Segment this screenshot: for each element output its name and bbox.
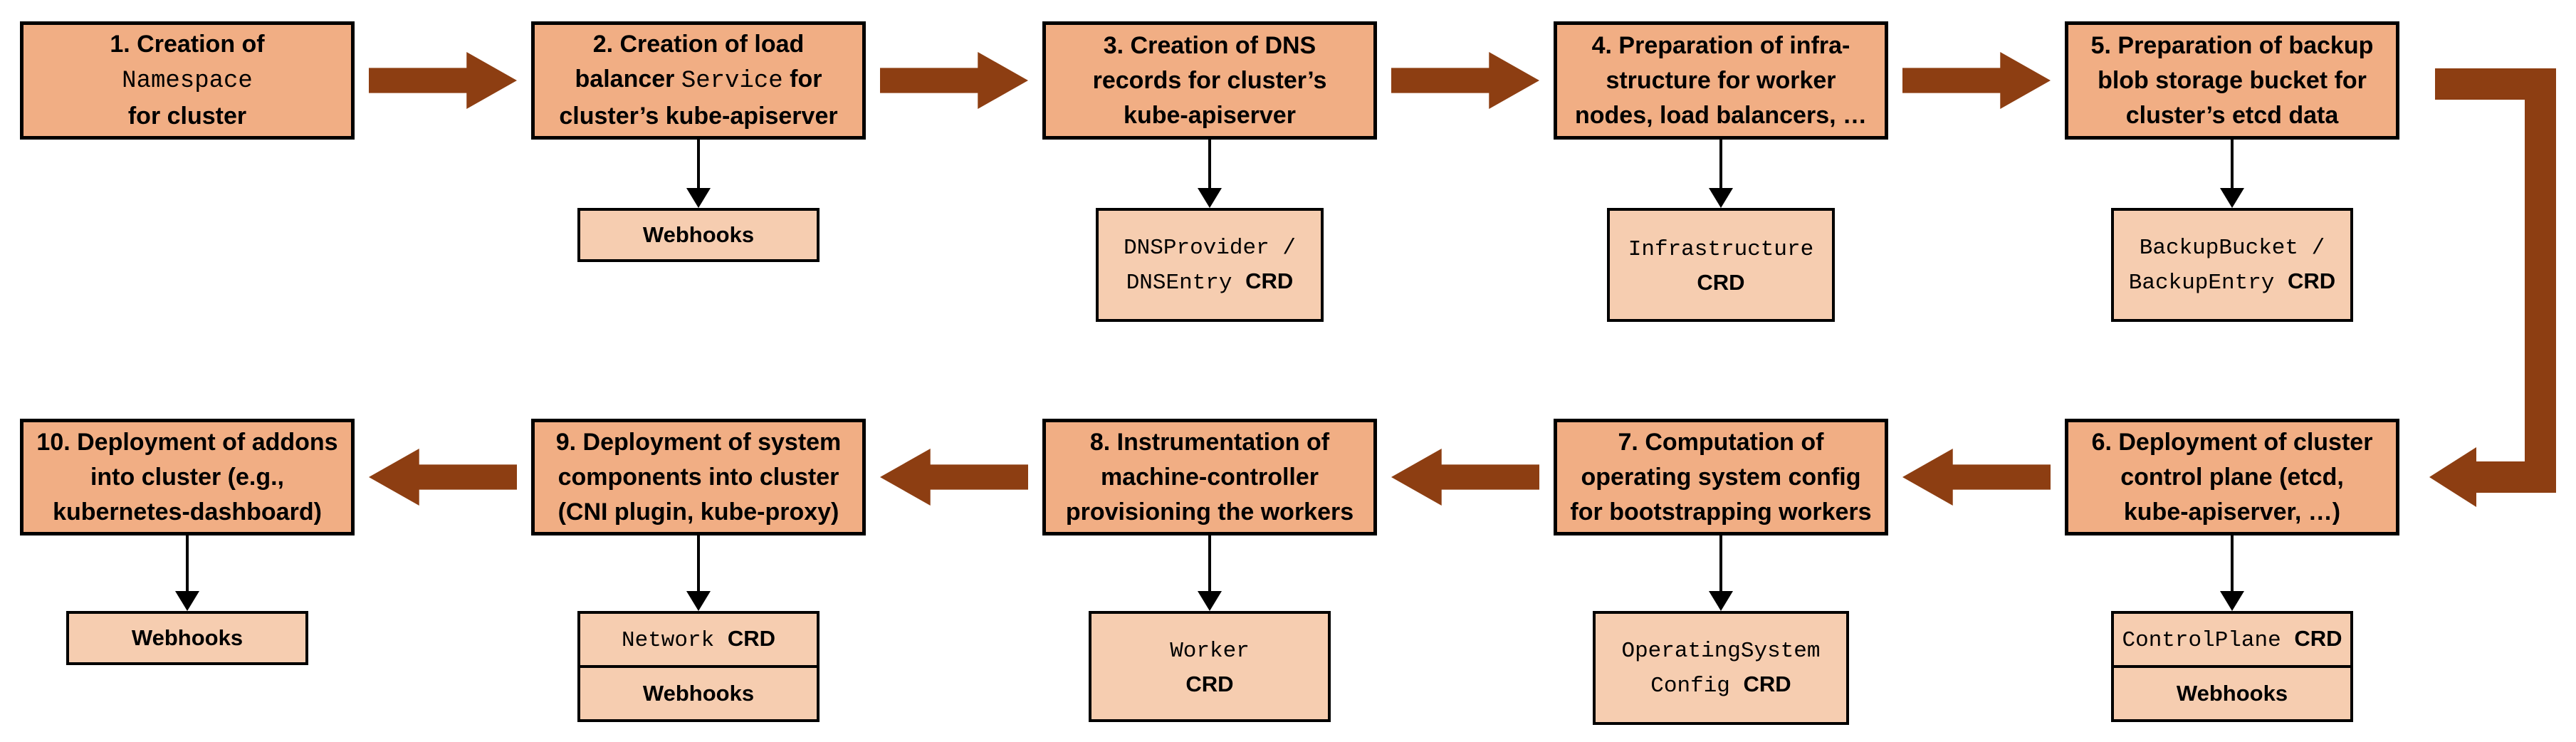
connector-step-7-crd-head-icon — [1709, 591, 1733, 611]
text-line: OperatingSystem — [1621, 639, 1821, 664]
arrow-step-8-to-9-icon — [880, 449, 1028, 506]
text-line: Webhooks — [642, 222, 755, 247]
text-line: 7. Computation of — [1618, 428, 1824, 456]
text-line: kube-apiserver — [1124, 101, 1296, 129]
text-line: Webhooks — [2176, 681, 2288, 706]
step-6-node: 6. Deployment of cluster control plane (e… — [2065, 419, 2399, 535]
arrow-step-1-to-2-icon — [369, 52, 517, 109]
text-line: cluster’s etcd data — [2125, 101, 2339, 129]
arrow-step-6-to-7-icon — [1902, 449, 2051, 506]
text-line: balancer Service for — [575, 66, 822, 95]
connector-step-2-webhooks — [697, 140, 700, 189]
step-1-node: 1. Creation of Namespace for cluster — [20, 21, 355, 140]
step-6-controlplane-crd-cell: ControlPlane CRD — [2114, 614, 2350, 665]
arrow-step-2-to-3-icon — [880, 52, 1028, 109]
connector-step-6-crd-head-icon — [2220, 591, 2244, 611]
step-9-network-crd-cell: Network CRD — [580, 614, 817, 665]
text-line: DNSEntry CRD — [1126, 268, 1294, 296]
arrow-step-5-to-6-vertical-bar — [2525, 68, 2556, 493]
connector-step-5-crd — [2231, 140, 2234, 189]
text-line: 3. Creation of DNS — [1103, 31, 1316, 59]
connector-step-9-crd — [697, 535, 700, 592]
text-line: Webhooks — [642, 681, 755, 706]
arrow-step-4-to-5-icon — [1902, 52, 2051, 109]
connector-step-10-webhooks — [186, 535, 189, 592]
text-line: 10. Deployment of addons — [36, 428, 338, 456]
text-line: for bootstrapping workers — [1570, 498, 1872, 526]
step-4-node: 4. Preparation of infra-structure for wo… — [1554, 21, 1888, 140]
text-line: structure for worker — [1606, 66, 1836, 94]
step-5-backup-crd-box: BackupBucket / BackupEntry CRD — [2111, 208, 2353, 322]
text-line: ControlPlane CRD — [2122, 625, 2342, 653]
arrow-step-7-to-8-icon — [1391, 449, 1539, 506]
connector-step-9-crd-head-icon — [686, 591, 711, 611]
arrow-step-9-to-10-icon — [369, 449, 517, 506]
text-line: kubernetes-dashboard) — [53, 498, 322, 526]
text-line: BackupEntry CRD — [2128, 268, 2336, 296]
text-line: Config CRD — [1650, 672, 1791, 699]
step-10-node: 10. Deployment of addons into cluster (e.… — [20, 419, 355, 535]
arrow-step-5-to-6-head-icon — [2429, 447, 2476, 507]
text-line: Network CRD — [622, 625, 775, 653]
connector-step-4-crd-head-icon — [1709, 188, 1733, 208]
text-line: machine-controller — [1100, 463, 1319, 491]
text-line: Infrastructure — [1628, 236, 1814, 262]
text-line: cluster’s kube-apiserver — [559, 103, 838, 130]
text-line: 9. Deployment of system — [555, 428, 842, 456]
text-line: blob storage bucket for — [2098, 66, 2367, 94]
arrow-step-3-to-4-icon — [1391, 52, 1539, 109]
step-9-node: 9. Deployment of system components into c… — [531, 419, 866, 535]
connector-step-8-crd — [1208, 535, 1211, 592]
text-line: DNSProvider / — [1124, 236, 1296, 261]
text-line: 1. Creation of — [110, 31, 265, 58]
connector-step-2-webhooks-head-icon — [686, 188, 711, 208]
text-line: 6. Deployment of cluster — [2091, 428, 2373, 456]
connector-step-3-crd — [1208, 140, 1211, 189]
step-7-node: 7. Computation of operating system config… — [1554, 419, 1888, 535]
step-5-node: 5. Preparation of backup blob storage buc… — [2065, 21, 2399, 140]
text-line: CRD — [1697, 269, 1745, 295]
step-3-node: 3. Creation of DNS records for cluster’s k… — [1042, 21, 1377, 140]
step-2-node: 2. Creation of load balancer Service for c… — [531, 21, 866, 140]
step-2-webhooks-box: Webhooks — [577, 208, 820, 262]
connector-step-3-crd-head-icon — [1198, 188, 1222, 208]
text-line: Webhooks — [131, 625, 244, 650]
connector-step-5-crd-head-icon — [2220, 188, 2244, 208]
text-line: for cluster — [127, 103, 247, 130]
text-line: kube-apiserver, …) — [2123, 498, 2341, 526]
connector-step-10-webhooks-head-icon — [175, 591, 199, 611]
text-line: nodes, load balancers, … — [1574, 101, 1867, 129]
text-line: records for cluster’s — [1092, 66, 1327, 94]
connector-step-8-crd-head-icon — [1198, 591, 1222, 611]
text-line: 5. Preparation of backup — [2090, 31, 2374, 59]
connector-step-4-crd — [1719, 140, 1722, 189]
step-10-webhooks-box: Webhooks — [66, 611, 308, 665]
step-9-webhooks-cell: Webhooks — [580, 665, 817, 719]
connector-step-7-crd — [1719, 535, 1722, 592]
step-9-network-crd-webhooks-stack: Network CRD Webhooks — [577, 611, 820, 722]
step-3-dns-crd-box: DNSProvider / DNSEntry CRD — [1096, 208, 1324, 322]
text-line: (CNI plugin, kube-proxy) — [557, 498, 839, 526]
text-line: Namespace — [122, 68, 253, 95]
text-line: components into cluster — [557, 463, 839, 491]
text-line: provisioning the workers — [1065, 498, 1354, 526]
arrow-step-5-to-6-bottom-bar — [2476, 461, 2556, 493]
text-line: into cluster (e.g., — [90, 463, 285, 491]
text-line: CRD — [1185, 671, 1234, 696]
text-line: Worker — [1170, 638, 1250, 664]
text-line: control plane (etcd, — [2120, 463, 2344, 491]
text-line: 4. Preparation of infra- — [1591, 31, 1850, 59]
text-line: BackupBucket / — [2139, 236, 2325, 261]
text-line: 8. Instrumentation of — [1089, 428, 1330, 456]
step-6-controlplane-crd-webhooks-stack: ControlPlane CRD Webhooks — [2111, 611, 2353, 722]
text-line: operating system config — [1581, 463, 1861, 491]
step-6-webhooks-cell: Webhooks — [2114, 665, 2350, 719]
connector-step-6-crd — [2231, 535, 2234, 592]
step-8-node: 8. Instrumentation of machine-controller p… — [1042, 419, 1377, 535]
text-line: 2. Creation of load — [592, 31, 805, 58]
